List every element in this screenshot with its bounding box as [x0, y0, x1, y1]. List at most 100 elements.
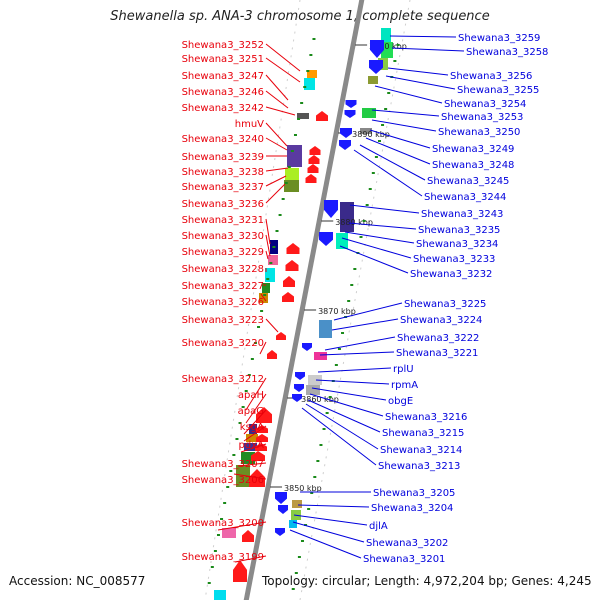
track-dash [381, 124, 385, 126]
track-dash [213, 550, 217, 552]
track-dash [312, 38, 316, 40]
left-gene-label: Shewana3_3206 [182, 475, 264, 486]
right-leader-line [315, 379, 390, 385]
right-leader-line [371, 109, 440, 117]
gene-labels: Shewana3_3252Shewana3_3251Shewana3_3247S… [182, 33, 549, 565]
left-gene-label: Shewana3_3247 [182, 71, 264, 82]
forward-gene-arrow [251, 451, 265, 461]
right-gene-label: Shewana3_3214 [380, 445, 462, 456]
track-dash [371, 172, 375, 174]
left-gene-label: Shewana3_3251 [182, 54, 264, 65]
left-leader-line [265, 137, 288, 151]
right-gene-label: Shewana3_3258 [466, 47, 548, 58]
left-leader-line [265, 167, 289, 172]
track-dash [266, 278, 270, 280]
track-dash [310, 492, 314, 494]
right-leader-line [365, 137, 431, 165]
forward-gene-arrow [256, 434, 268, 442]
right-leader-line [353, 149, 423, 197]
tick-label: 3900 kbp [369, 42, 407, 51]
track-dash [319, 444, 323, 446]
feature-block [319, 320, 332, 338]
left-gene-label: Shewana3_3229 [182, 247, 264, 258]
left-leader-line [265, 318, 279, 333]
left-leader-line [259, 341, 267, 355]
right-gene-label: Shewana3_3243 [421, 209, 503, 220]
feature-block [307, 70, 317, 78]
left-leader-line [245, 393, 267, 424]
feature-block [268, 255, 278, 265]
track-dash [241, 406, 245, 408]
right-leader-line [339, 245, 409, 274]
right-gene-label: Shewana3_3250 [438, 127, 520, 138]
track-dash [303, 86, 307, 88]
right-gene-label: Shewana3_3234 [416, 239, 498, 250]
right-leader-line [374, 85, 443, 104]
track-dash [220, 518, 224, 520]
track-dash [377, 140, 381, 142]
right-gene-label: rplU [393, 364, 414, 375]
track-dash [257, 326, 261, 328]
feature-block [381, 28, 391, 42]
right-gene-label: Shewana3_3235 [418, 225, 500, 236]
right-leader-line [324, 336, 396, 351]
label-leader-lines [217, 35, 465, 563]
right-leader-line [391, 47, 465, 52]
forward-gene-arrow [256, 407, 272, 423]
track-dash [297, 556, 301, 558]
right-gene-label: Shewana3_3233 [413, 254, 495, 265]
chromosome-axis [204, 0, 411, 600]
reverse-gene-arrow [278, 505, 288, 514]
track-dash [341, 332, 345, 334]
track-dash [304, 524, 308, 526]
left-leader-line [265, 122, 288, 147]
right-leader-line [305, 403, 379, 450]
left-gene-label: ksgA [240, 422, 264, 433]
reverse-gene-arrow [302, 343, 312, 351]
feature-block [360, 128, 372, 134]
right-gene-label: obgE [388, 396, 413, 407]
feature-block [314, 352, 327, 360]
left-gene-label: Shewana3_3240 [182, 134, 264, 145]
feature-block [284, 180, 299, 192]
track-dash [232, 454, 236, 456]
right-leader-line [387, 67, 449, 76]
track-dash [300, 102, 304, 104]
track-dash [313, 476, 317, 478]
left-leader-line [265, 43, 301, 72]
right-gene-label: Shewana3_3205 [373, 488, 455, 499]
left-leader-line [240, 443, 267, 453]
right-gene-label: Shewana3_3245 [427, 176, 509, 187]
track-dash [293, 134, 297, 136]
reverse-gene-arrow [294, 384, 304, 392]
track-dash [350, 284, 354, 286]
reverse-gene-arrow [339, 140, 351, 150]
track-dash [365, 204, 369, 206]
track-dash [328, 396, 332, 398]
left-leader-line [265, 90, 289, 109]
topology-text: Topology: circular; Length: 4,972,204 bp… [262, 574, 592, 588]
right-leader-line [371, 119, 437, 132]
left-leader-line [260, 293, 267, 302]
right-gene-label: Shewana3_3249 [432, 144, 514, 155]
right-gene-label: Shewana3_3202 [366, 538, 448, 549]
right-gene-label: Shewana3_3248 [432, 160, 514, 171]
reverse-gene-arrow [275, 528, 285, 536]
left-gene-label: Shewana3_3230 [182, 231, 264, 242]
reverse-gene-arrow [344, 110, 356, 118]
left-leader-line [265, 250, 269, 260]
left-gene-label: Shewana3_3252 [182, 40, 264, 51]
track-dash [347, 300, 351, 302]
left-gene-label: Shewana3_3239 [182, 152, 264, 163]
track-dash [384, 108, 388, 110]
track-dash [269, 262, 273, 264]
feature-block [368, 76, 378, 84]
left-leader-line [265, 218, 271, 245]
feature-blocks [214, 28, 393, 600]
right-gene-label: Shewana3_3201 [363, 554, 445, 565]
feature-block [362, 108, 376, 118]
left-leader-line [245, 377, 267, 411]
feature-block [285, 168, 299, 180]
feature-block [222, 528, 236, 538]
